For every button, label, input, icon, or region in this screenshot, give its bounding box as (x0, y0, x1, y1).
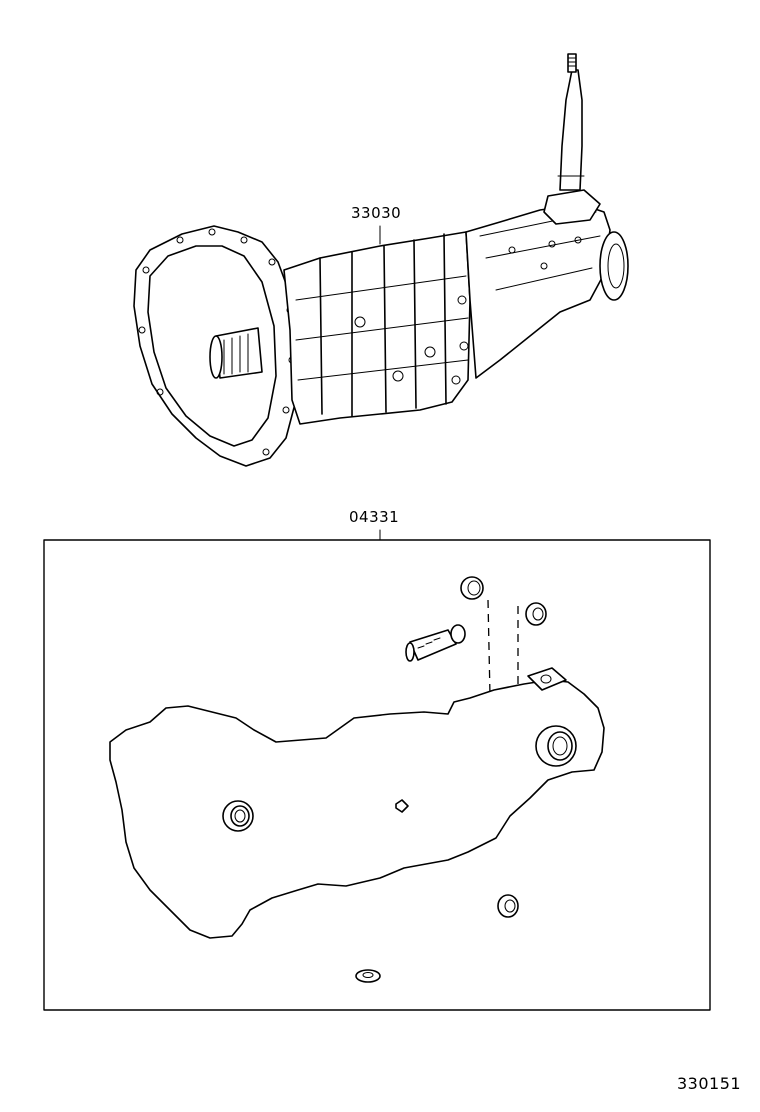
small-clip (395, 799, 409, 813)
front-oil-seal (222, 800, 254, 832)
plug-bolt (405, 624, 466, 662)
part-number-label: 04331 (349, 508, 400, 526)
rear-oil-seal (535, 725, 577, 767)
part-number-label: 33030 (351, 204, 402, 222)
dashed-guide-left (487, 599, 491, 697)
small-seal-lower (497, 894, 519, 918)
seal-ring-right (525, 602, 547, 626)
seal-ring-top (460, 576, 484, 600)
figure-number: 330151 (677, 1074, 742, 1093)
gasket-kit-box (43, 539, 711, 1011)
bell-housing-bolts (138, 228, 296, 456)
case-gasket (109, 679, 605, 939)
washer-bottom (355, 969, 381, 983)
gasket-kit-contents (109, 576, 605, 983)
transmission-assembly (133, 53, 629, 467)
small-gasket-plate (527, 667, 567, 691)
